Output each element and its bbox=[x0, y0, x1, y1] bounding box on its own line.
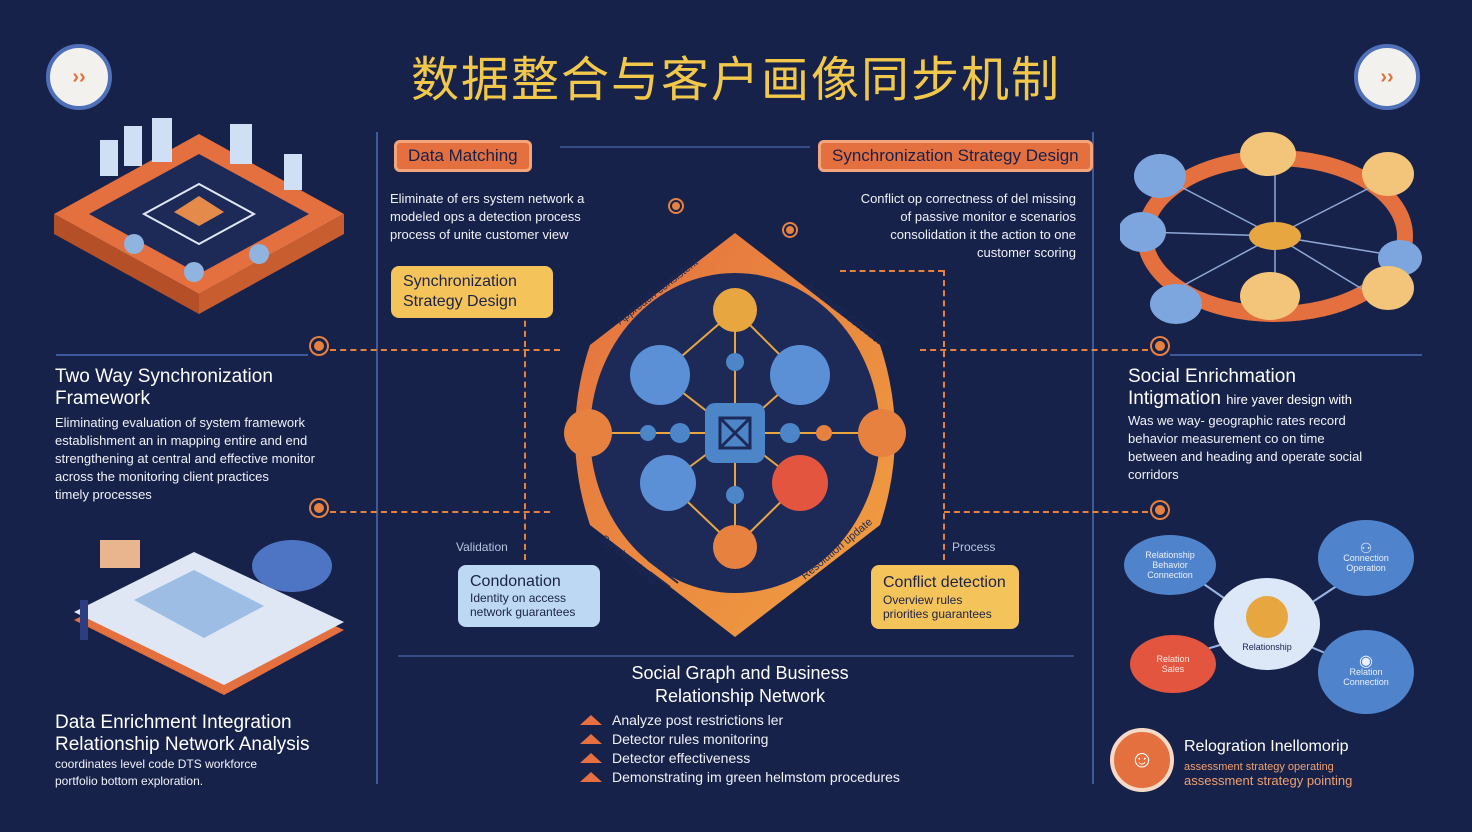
data-enrichment-illustration bbox=[74, 540, 344, 695]
node-lower-left bbox=[640, 455, 696, 511]
sync-strategy-box: Synchronization Strategy Design bbox=[391, 266, 553, 318]
condonation-box: Condonation Identity on access network g… bbox=[458, 565, 600, 627]
divider-top-center bbox=[560, 146, 810, 148]
nav-next-button[interactable]: ›› bbox=[1354, 44, 1420, 110]
social-ring-illustration bbox=[1120, 132, 1422, 324]
sync-strategy-tag: Synchronization Strategy Design bbox=[818, 140, 1093, 172]
connection-bubble: ⚇ Connection Operation bbox=[1318, 520, 1414, 596]
data-matching-description: Eliminate of ers system network a modele… bbox=[390, 191, 585, 242]
connector-dot bbox=[1152, 502, 1168, 518]
dashed-connector bbox=[840, 270, 944, 272]
connector-dot bbox=[670, 200, 682, 212]
process-label: Process bbox=[952, 540, 996, 554]
connector-dot bbox=[1152, 338, 1168, 354]
node-upper-right bbox=[770, 345, 830, 405]
divider-bottom-center bbox=[398, 655, 1074, 657]
divider-left bbox=[376, 132, 378, 784]
node-left bbox=[564, 409, 612, 457]
chevron-right-icon: ›› bbox=[72, 65, 86, 88]
dashed-connector bbox=[330, 511, 550, 513]
list-item: Detector effectiveness bbox=[580, 748, 1000, 767]
divider-left-section bbox=[56, 354, 308, 356]
list-item: Demonstrating im green helmstom procedur… bbox=[580, 767, 1000, 786]
dashed-connector bbox=[943, 270, 945, 560]
connector-dot bbox=[311, 338, 327, 354]
profile-bubble: Relationship bbox=[1214, 578, 1320, 670]
node-top bbox=[713, 288, 757, 332]
conflict-detection-box: Conflict detection Overview rules priori… bbox=[871, 565, 1019, 629]
relationship-badge: ☺ bbox=[1110, 728, 1174, 792]
social-graph-bullets: Analyze post restrictions ler Detector r… bbox=[580, 710, 1000, 786]
dashed-connector bbox=[524, 270, 526, 560]
sync-ring-diagram: Approach consistent Automatic detection … bbox=[564, 233, 906, 637]
right-section-description: Was we way- geographic rates record beha… bbox=[1128, 413, 1363, 482]
relation-connection-bubble: ◉ Relation Connection bbox=[1318, 630, 1414, 714]
relation-bubble: Relation Sales bbox=[1130, 635, 1216, 693]
avatar bbox=[1246, 596, 1288, 638]
sync-platform-illustration bbox=[54, 118, 344, 314]
chevron-right-icon: ›› bbox=[1380, 65, 1394, 88]
dashed-connector bbox=[920, 349, 1148, 351]
relationship-description: assessment strategy operating assessment… bbox=[1184, 761, 1353, 788]
person-icon: ☺ bbox=[1129, 746, 1155, 773]
connector-dot bbox=[784, 224, 796, 236]
triangle-icon bbox=[580, 714, 602, 725]
list-item: Analyze post restrictions ler bbox=[580, 710, 1000, 729]
enrichment-description: coordinates level code DTS workforce por… bbox=[55, 757, 258, 788]
node-right bbox=[858, 409, 906, 457]
relationship-heading: Relogration Inellomorip bbox=[1184, 738, 1349, 755]
left-section-heading: Two Way Synchronization Framework bbox=[55, 366, 273, 409]
page-title: 数据整合与客户画像同步机制 bbox=[410, 52, 1061, 108]
enrichment-heading: Data Enrichment Integration Relationship… bbox=[55, 712, 310, 755]
sync-strategy-description: Conflict op correctness of del missing o… bbox=[860, 191, 1076, 260]
list-item: Detector rules monitoring bbox=[580, 729, 1000, 748]
validation-label: Validation bbox=[456, 540, 508, 554]
divider-right-section bbox=[1170, 354, 1422, 356]
node-upper-left bbox=[630, 345, 690, 405]
node-bottom bbox=[713, 525, 757, 569]
nav-prev-button[interactable]: ›› bbox=[46, 44, 112, 110]
relationship-bubble: Relationship Behavior Connection bbox=[1124, 535, 1216, 595]
dashed-connector bbox=[330, 349, 560, 351]
node-lower-right bbox=[772, 455, 828, 511]
people-icon: ⚇ bbox=[1359, 540, 1373, 556]
triangle-icon bbox=[580, 771, 602, 782]
divider-right bbox=[1092, 132, 1094, 784]
location-pin-icon: ◉ bbox=[1359, 653, 1373, 670]
connector-dot bbox=[311, 500, 327, 516]
triangle-icon bbox=[580, 733, 602, 744]
dashed-connector bbox=[944, 511, 1148, 513]
left-section-description: Eliminating evaluation of system framewo… bbox=[55, 415, 315, 502]
social-graph-heading: Social Graph and Business Relationship N… bbox=[631, 663, 849, 706]
close-icon bbox=[718, 416, 752, 450]
right-section-heading: Social Enrichmation Intigmation hire yav… bbox=[1128, 366, 1352, 409]
triangle-icon bbox=[580, 752, 602, 763]
data-matching-tag: Data Matching bbox=[394, 140, 532, 172]
